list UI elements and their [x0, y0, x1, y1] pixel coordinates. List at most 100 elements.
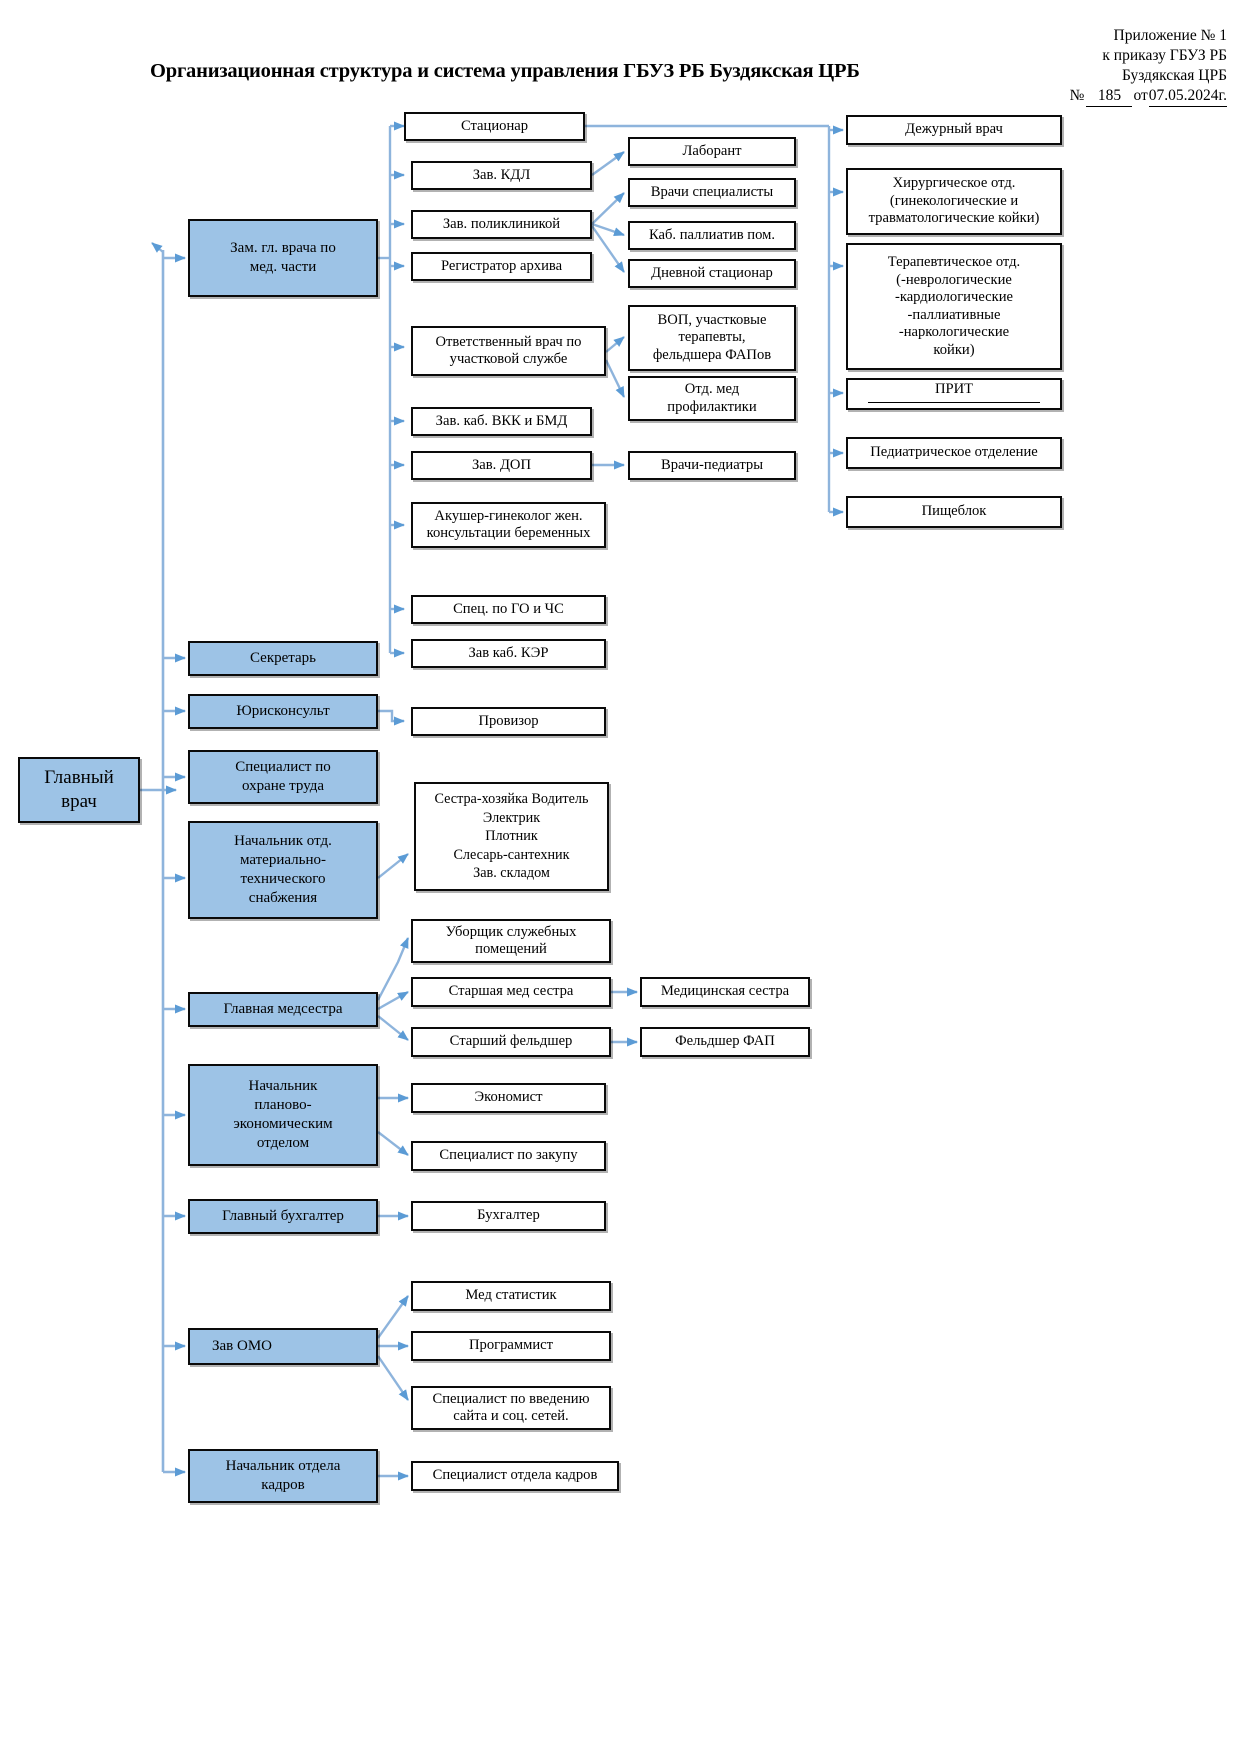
- node-prit[interactable]: ПРИТ: [846, 378, 1062, 410]
- node-label: Зав ОМО: [212, 1338, 273, 1354]
- node-medical-statistician[interactable]: Мед статистик: [411, 1281, 611, 1311]
- node-label-line: Отд. мед: [684, 381, 740, 397]
- node-chief-accountant[interactable]: Главный бухгалтер: [188, 1199, 378, 1234]
- node-supply-staff-list[interactable]: Сестра-хозяйка Водитель Электрик Плотник…: [414, 782, 609, 891]
- node-programmer[interactable]: Программист: [411, 1331, 611, 1361]
- node-hr-chief[interactable]: Начальник отдела кадров: [188, 1449, 378, 1503]
- node-label: Зав. каб. ВКК и БМД: [435, 412, 568, 429]
- node-kdl-head[interactable]: Зав. КДЛ: [411, 161, 592, 190]
- node-pharmacist[interactable]: Провизор: [411, 707, 606, 736]
- node-label-line: Зам. гл. врача по: [230, 240, 336, 256]
- node-office-cleaner[interactable]: Уборщик служебных помещений: [411, 919, 611, 963]
- node-label-line: охране труда: [241, 778, 325, 794]
- node-archive-registrar[interactable]: Регистратор архива: [411, 252, 592, 281]
- node-label: Мед статистик: [465, 1287, 557, 1304]
- node-label-line: фельдшера ФАПов: [652, 346, 772, 363]
- node-senior-nurse[interactable]: Старшая мед сестра: [411, 977, 611, 1007]
- node-prevention-department[interactable]: Отд. мед профилактики: [628, 376, 796, 421]
- staff-line: Плотник: [485, 828, 538, 845]
- node-secretary[interactable]: Секретарь: [188, 641, 378, 676]
- node-label: Специалист отдела кадров: [432, 1467, 598, 1484]
- node-food-unit[interactable]: Пищеблок: [846, 496, 1062, 528]
- node-label-line: койки): [933, 341, 975, 358]
- order-date-label: от: [1133, 87, 1148, 104]
- node-specialist-doctors[interactable]: Врачи специалисты: [628, 178, 796, 207]
- node-label-line: Специалист по введению: [432, 1390, 590, 1407]
- node-label-line: помещений: [475, 941, 547, 957]
- node-label: ПРИТ: [934, 381, 974, 397]
- node-label: Фельдшер ФАП: [675, 1033, 775, 1050]
- node-label-line: -кардиологические: [894, 289, 1014, 305]
- staff-line: Зав. складом: [473, 865, 550, 882]
- node-vkk-bmd-head[interactable]: Зав. каб. ВКК и БМД: [411, 407, 592, 436]
- node-label: Старший фельдшер: [449, 1033, 573, 1050]
- node-label-line: Уборщик служебных: [445, 923, 577, 940]
- node-deputy-chief-medical[interactable]: Зам. гл. врача по мед. части: [188, 219, 378, 297]
- appendix-header: Приложение № 1 к приказу ГБУЗ РБ Буздякс…: [897, 26, 1227, 107]
- node-label-line: Терапевтическое отд.: [887, 254, 1021, 270]
- node-procurement-specialist[interactable]: Специалист по закупу: [411, 1141, 606, 1171]
- node-labor-safety-specialist[interactable]: Специалист по охране труда: [188, 750, 378, 804]
- order-number-value: 185: [1086, 86, 1133, 107]
- node-legal-counsel[interactable]: Юрисконсульт: [188, 694, 378, 729]
- node-label: Педиатрическое отделение: [870, 444, 1038, 461]
- node-label-line: терапевты,: [678, 329, 746, 346]
- node-planning-economics-chief[interactable]: Начальник планово- экономическим отделом: [188, 1064, 378, 1166]
- node-label-line: участковой службе: [449, 351, 568, 367]
- node-pediatric-department[interactable]: Педиатрическое отделение: [846, 437, 1062, 469]
- node-website-social-specialist[interactable]: Специалист по введению сайта и соц. сете…: [411, 1386, 611, 1430]
- node-pediatricians[interactable]: Врачи-педиатры: [628, 451, 796, 480]
- node-label-line: материально-: [239, 852, 327, 868]
- node-obstetrician-gynecologist[interactable]: Акушер-гинеколог жен. консультации берем…: [411, 502, 606, 548]
- node-label-line: отделом: [256, 1135, 310, 1151]
- node-label: Дежурный врач: [905, 121, 1003, 138]
- node-label-line: Специалист по: [235, 759, 331, 775]
- node-ker-office-head[interactable]: Зав каб. КЭР: [411, 639, 606, 668]
- node-polyclinic-head[interactable]: Зав. поликлиникой: [411, 210, 592, 239]
- node-gp-district-therapists[interactable]: ВОП, участковые терапевты, фельдшера ФАП…: [628, 305, 796, 371]
- node-omo-chief[interactable]: Зав ОМО: [188, 1328, 378, 1365]
- node-label-line: (гинекологические и: [889, 192, 1019, 209]
- staff-line: Слесарь-сантехник: [453, 846, 570, 863]
- node-accountant[interactable]: Бухгалтер: [411, 1201, 606, 1231]
- node-surgical-department[interactable]: Хирургическое отд. (гинекологические и т…: [846, 168, 1062, 235]
- node-fap-paramedic[interactable]: Фельдшер ФАП: [640, 1027, 810, 1057]
- node-lab-technician[interactable]: Лаборант: [628, 137, 796, 166]
- node-palliative-office[interactable]: Каб. паллиатив пом.: [628, 221, 796, 250]
- node-label-line: технического: [240, 871, 326, 887]
- node-district-service-doctor[interactable]: Ответственный врач по участковой службе: [411, 326, 606, 376]
- node-label: Главная медсестра: [223, 1001, 343, 1017]
- node-day-hospital[interactable]: Дневной стационар: [628, 259, 796, 288]
- node-duty-doctor[interactable]: Дежурный врач: [846, 115, 1062, 145]
- node-label: Регистратор архива: [440, 257, 563, 274]
- node-senior-paramedic[interactable]: Старший фельдшер: [411, 1027, 611, 1057]
- node-label: Зав. ДОП: [471, 456, 531, 473]
- appendix-line-2: к приказу ГБУЗ РБ: [1102, 47, 1227, 64]
- node-label-line: Начальник отд.: [234, 833, 332, 849]
- node-head-nurse[interactable]: Главная медсестра: [188, 992, 378, 1027]
- node-hr-specialist[interactable]: Специалист отдела кадров: [411, 1461, 619, 1491]
- node-label-line: Хирургическое отд.: [892, 175, 1016, 192]
- node-label-line: экономическим: [233, 1116, 333, 1132]
- node-label: Зав. поликлиникой: [442, 215, 561, 232]
- node-chief-doctor[interactable]: Главный врач: [18, 757, 140, 823]
- node-label-line: (-неврологические: [896, 271, 1012, 288]
- node-label-line: Ответственный врач по: [435, 333, 582, 350]
- node-label-line: Акушер-гинеколог жен.: [434, 507, 583, 524]
- node-label: Дневной стационар: [651, 264, 773, 281]
- node-supply-chief[interactable]: Начальник отд. материально- технического…: [188, 821, 378, 919]
- node-civil-defense-specialist[interactable]: Спец. по ГО и ЧС: [411, 595, 606, 624]
- node-label-line: Главный: [44, 767, 114, 788]
- node-label: Каб. паллиатив пом.: [648, 226, 776, 243]
- node-label: Стационар: [460, 117, 529, 134]
- node-label-line: -паллиативные: [907, 306, 1001, 323]
- node-inpatient[interactable]: Стационар: [404, 112, 585, 141]
- node-economist[interactable]: Экономист: [411, 1083, 606, 1113]
- node-nurse[interactable]: Медицинская сестра: [640, 977, 810, 1007]
- node-label: Врачи специалисты: [650, 183, 774, 200]
- node-therapeutic-department[interactable]: Терапевтическое отд. (-неврологические -…: [846, 243, 1062, 370]
- node-dop-head[interactable]: Зав. ДОП: [411, 451, 592, 480]
- order-date-value: 07.05.2024г.: [1148, 86, 1227, 107]
- appendix-line-3: Буздякская ЦРБ: [1121, 67, 1227, 84]
